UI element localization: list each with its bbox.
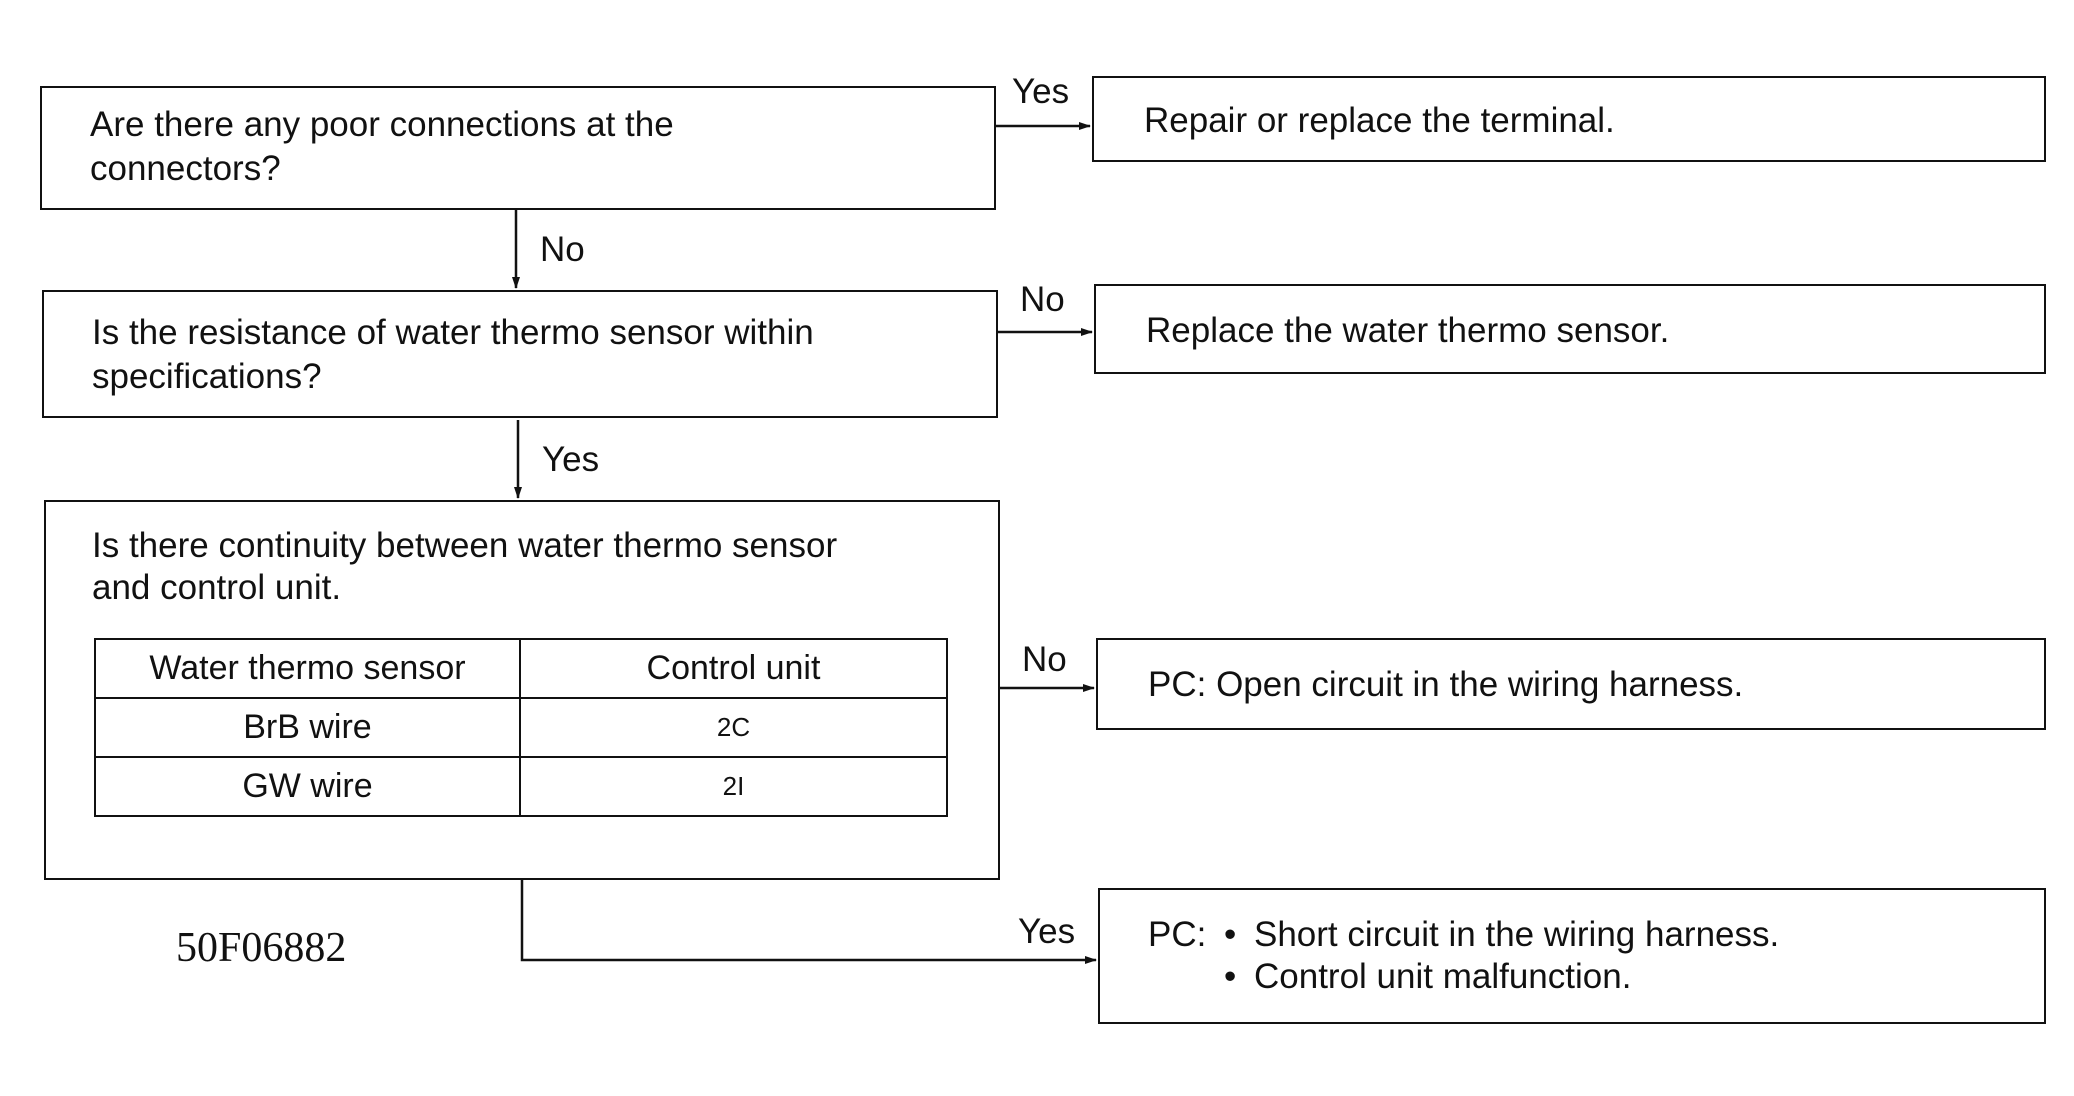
table-cell-wire: GW wire	[94, 756, 521, 817]
bullet-icon: •	[1224, 957, 1237, 996]
question-1-line-2: connectors?	[90, 149, 281, 188]
table-row: GW wire 2I	[94, 756, 949, 817]
bullet-icon: •	[1224, 915, 1237, 954]
question-box-1	[40, 86, 996, 210]
result-box-3	[1096, 638, 2046, 730]
question-2-line-2: specifications?	[92, 357, 322, 396]
table-cell-terminal: 2I	[518, 756, 949, 817]
result-4-item-text: Short circuit in the wiring harness.	[1254, 915, 1780, 954]
table-header-sensor: Water thermo sensor	[94, 638, 521, 699]
result-box-4	[1098, 888, 2046, 1024]
table-cell-terminal: 2C	[518, 697, 949, 758]
label-q1-no: No	[540, 230, 585, 269]
result-4-item-text: Control unit malfunction.	[1254, 957, 1632, 996]
label-q1-yes: Yes	[1012, 72, 1070, 111]
label-q3-yes: Yes	[1018, 912, 1076, 951]
figure-id: 50F06882	[176, 925, 347, 971]
result-box-2	[1094, 284, 2046, 374]
result-4-item: • Control unit malfunction.	[1148, 956, 1779, 998]
label-q3-no: No	[1022, 640, 1067, 679]
table-cell-wire: BrB wire	[94, 697, 521, 758]
question-3-line-2: and control unit.	[92, 568, 342, 607]
label-q2-yes: Yes	[542, 440, 600, 479]
arrow-q3-yes	[520, 880, 1097, 964]
result-4-item: PC: • Short circuit in the wiring harnes…	[1148, 914, 1779, 956]
question-1-line-1: Are there any poor connections at the	[90, 105, 674, 144]
table-header-control-unit: Control unit	[518, 638, 949, 699]
label-q2-no: No	[1020, 280, 1065, 319]
table-header-row: Water thermo sensor Control unit	[94, 638, 949, 699]
table-row: BrB wire 2C	[94, 697, 949, 758]
result-3-text: PC: Open circuit in the wiring harness.	[1148, 665, 1744, 704]
question-3-line-1: Is there continuity between water thermo…	[92, 526, 838, 565]
result-box-1	[1092, 76, 2046, 162]
result-4-text: PC: • Short circuit in the wiring harnes…	[1148, 914, 1779, 998]
question-2-line-1: Is the resistance of water thermo sensor…	[92, 313, 814, 352]
result-4-prefix: PC:	[1148, 915, 1207, 954]
wire-table: Water thermo sensor Control unit BrB wir…	[94, 638, 949, 817]
question-box-2	[42, 290, 998, 418]
result-1-text: Repair or replace the terminal.	[1144, 101, 1615, 140]
result-2-text: Replace the water thermo sensor.	[1146, 311, 1670, 350]
